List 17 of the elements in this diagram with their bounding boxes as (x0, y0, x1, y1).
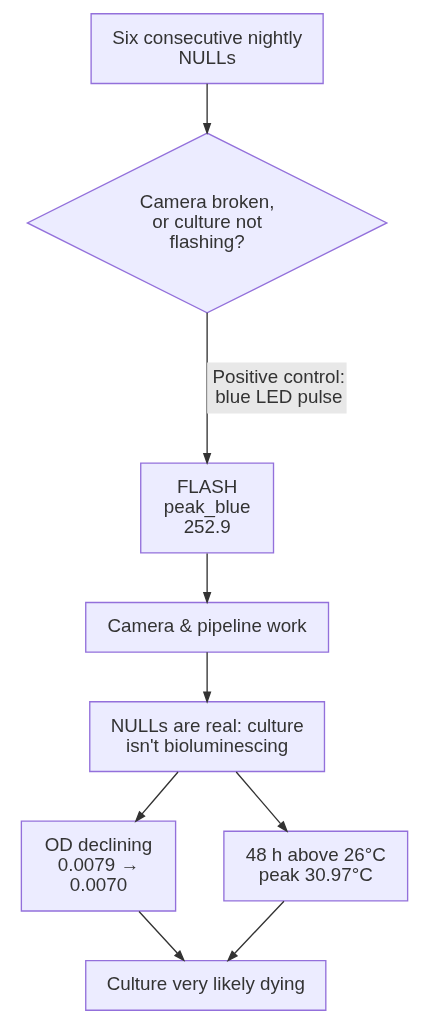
arrow (137, 910, 185, 962)
arrow (202, 83, 211, 135)
node-box: NULLs are real: culture isn't bioluminescing (88, 701, 325, 773)
arrow (202, 651, 211, 704)
edge-label: Positive control: blue LED pulse (211, 365, 345, 407)
arrow (235, 771, 288, 833)
node-box: Culture very likely dying (84, 959, 326, 1011)
node-box: OD declining 0.0079 → 0.0070 (20, 820, 176, 912)
arrow (226, 900, 285, 962)
node-diamond: Camera broken, or culture not flashing? (25, 132, 388, 314)
arrow (134, 771, 179, 823)
node-box: Camera & pipeline work (84, 601, 329, 653)
node-box: Six consecutive nightly NULLs (89, 13, 324, 85)
node-box: FLASH peak_blue 252.9 (139, 462, 274, 554)
arrow (202, 552, 211, 605)
arrow (202, 312, 211, 465)
node-box: 48 h above 26°C peak 30.97°C (222, 830, 408, 902)
